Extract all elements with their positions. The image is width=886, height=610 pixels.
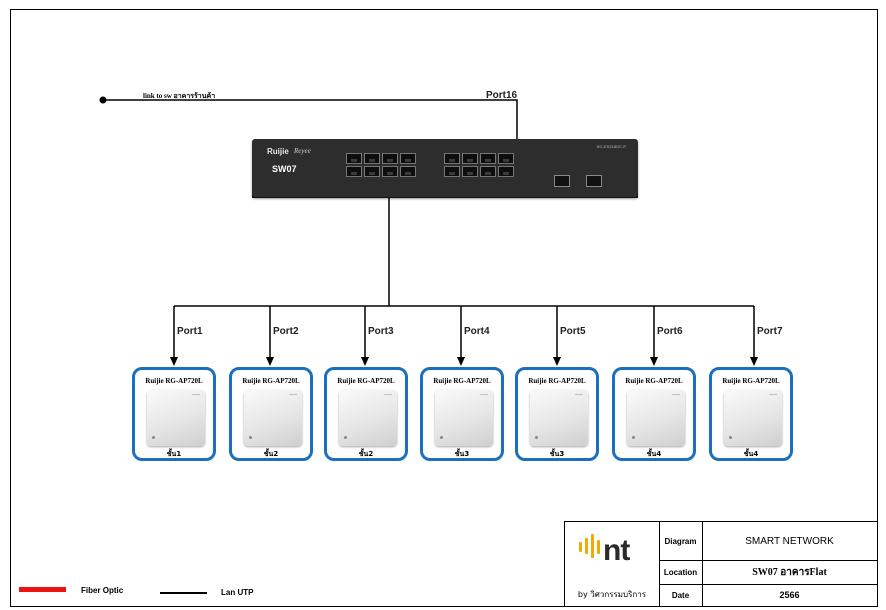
rj45-port-12 [462, 166, 478, 177]
switch-sub-brand: Reyee [294, 147, 311, 155]
ap-floor: ชั้น3 [454, 450, 470, 458]
ap-device-icon [530, 390, 588, 446]
port-group-1 [346, 153, 416, 177]
ap-floor: ชั้น1 [166, 450, 182, 458]
ap-device-icon [724, 390, 782, 446]
legend-lan-swatch [160, 592, 207, 594]
title-block-divider-2 [659, 584, 877, 585]
ap-model: Ruijie RG-AP720L [625, 377, 683, 385]
diagram-label: Diagram [659, 522, 703, 560]
rj45-port-3 [364, 153, 380, 164]
uplink-label: link to sw อาคารร้านค้า [143, 92, 216, 100]
ap-floor: ชั้น2 [263, 450, 279, 458]
switch-sw07[interactable]: Ruijie Reyee RG-ES218GC-P SW07 [252, 139, 638, 197]
rj45-port-2 [346, 166, 362, 177]
title-block: nt by วิศวกรรมบริการ Diagram SMART NETWO… [564, 521, 878, 607]
port-group-2 [444, 153, 514, 177]
rj45-port-4 [364, 166, 380, 177]
drop-arrow-2 [266, 357, 274, 366]
access-point-4[interactable]: Ruijie RG-AP720L ชั้น3 [420, 367, 504, 461]
ap-device-icon [627, 390, 685, 446]
access-point-7[interactable]: Ruijie RG-AP720L ชั้น4 [709, 367, 793, 461]
ap-floor: ชั้น4 [646, 450, 662, 458]
rj45-port-10 [444, 166, 460, 177]
sfp-port-2 [586, 175, 602, 187]
ap-model: Ruijie RG-AP720L [145, 377, 203, 385]
port-label-7: Port7 [757, 326, 783, 337]
rj45-port-11 [462, 153, 478, 164]
drop-arrow-4 [457, 357, 465, 366]
port-label-4: Port4 [464, 326, 490, 337]
ap-floor: ชั้น4 [743, 450, 759, 458]
legend-lan-label: Lan UTP [221, 588, 254, 597]
uplink-port-label: Port16 [486, 90, 518, 101]
drop-arrow-5 [553, 357, 561, 366]
company-logo: nt by วิศวกรรมบริการ [565, 522, 660, 606]
rj45-port-8 [400, 166, 416, 177]
rj45-port-13 [480, 153, 496, 164]
switch-brand: Ruijie [267, 147, 289, 156]
location-value: SW07 อาคารFlat [752, 566, 827, 578]
logo-text: nt [603, 534, 630, 567]
ap-floor: ชั้น3 [549, 450, 565, 458]
port-label-3: Port3 [368, 326, 394, 337]
legend-fiber-swatch [19, 587, 66, 592]
rj45-port-16 [498, 166, 514, 177]
port-label-1: Port1 [177, 326, 203, 337]
logo-caption: by วิศวกรรมบริการ [577, 590, 647, 599]
access-point-3[interactable]: Ruijie RG-AP720L ชั้น2 [324, 367, 408, 461]
drop-arrow-1 [170, 357, 178, 366]
date-label: Date [659, 584, 703, 606]
ap-device-icon [147, 390, 205, 446]
ap-model: Ruijie RG-AP720L [528, 377, 586, 385]
drop-arrow-3 [361, 357, 369, 366]
sfp-port-1 [554, 175, 570, 187]
diagram-frame [10, 9, 878, 607]
switch-name: SW07 [272, 164, 297, 174]
logo-bars-icon [579, 534, 603, 560]
access-point-2[interactable]: Ruijie RG-AP720L ชั้น2 [229, 367, 313, 461]
legend-fiber-label: Fiber Optic [81, 586, 124, 595]
access-point-1[interactable]: Ruijie RG-AP720L ชั้น1 [132, 367, 216, 461]
rj45-port-7 [400, 153, 416, 164]
diagram-value: SMART NETWORK [745, 535, 834, 547]
switch-model: RG-ES218GC-P [596, 144, 626, 149]
port-label-5: Port5 [560, 326, 586, 337]
drop-arrow-6 [650, 357, 658, 366]
date-value: 2566 [779, 590, 800, 600]
ap-device-icon [244, 390, 302, 446]
rj45-port-5 [382, 153, 398, 164]
rj45-port-6 [382, 166, 398, 177]
port-label-2: Port2 [273, 326, 299, 337]
rj45-port-15 [498, 153, 514, 164]
port-label-6: Port6 [657, 326, 683, 337]
ap-model: Ruijie RG-AP720L [722, 377, 780, 385]
ap-model: Ruijie RG-AP720L [433, 377, 491, 385]
access-point-6[interactable]: Ruijie RG-AP720L ชั้น4 [612, 367, 696, 461]
ap-device-icon [435, 390, 493, 446]
rj45-port-1 [346, 153, 362, 164]
drop-arrow-7 [750, 357, 758, 366]
ap-model: Ruijie RG-AP720L [242, 377, 300, 385]
location-label: Location [659, 560, 703, 584]
access-point-5[interactable]: Ruijie RG-AP720L ชั้น3 [515, 367, 599, 461]
title-block-divider-1 [659, 560, 877, 561]
uplink-endpoint [99, 96, 107, 104]
rj45-port-14 [480, 166, 496, 177]
ap-floor: ชั้น2 [358, 450, 374, 458]
ap-device-icon [339, 390, 397, 446]
ap-model: Ruijie RG-AP720L [337, 377, 395, 385]
rj45-port-9 [444, 153, 460, 164]
